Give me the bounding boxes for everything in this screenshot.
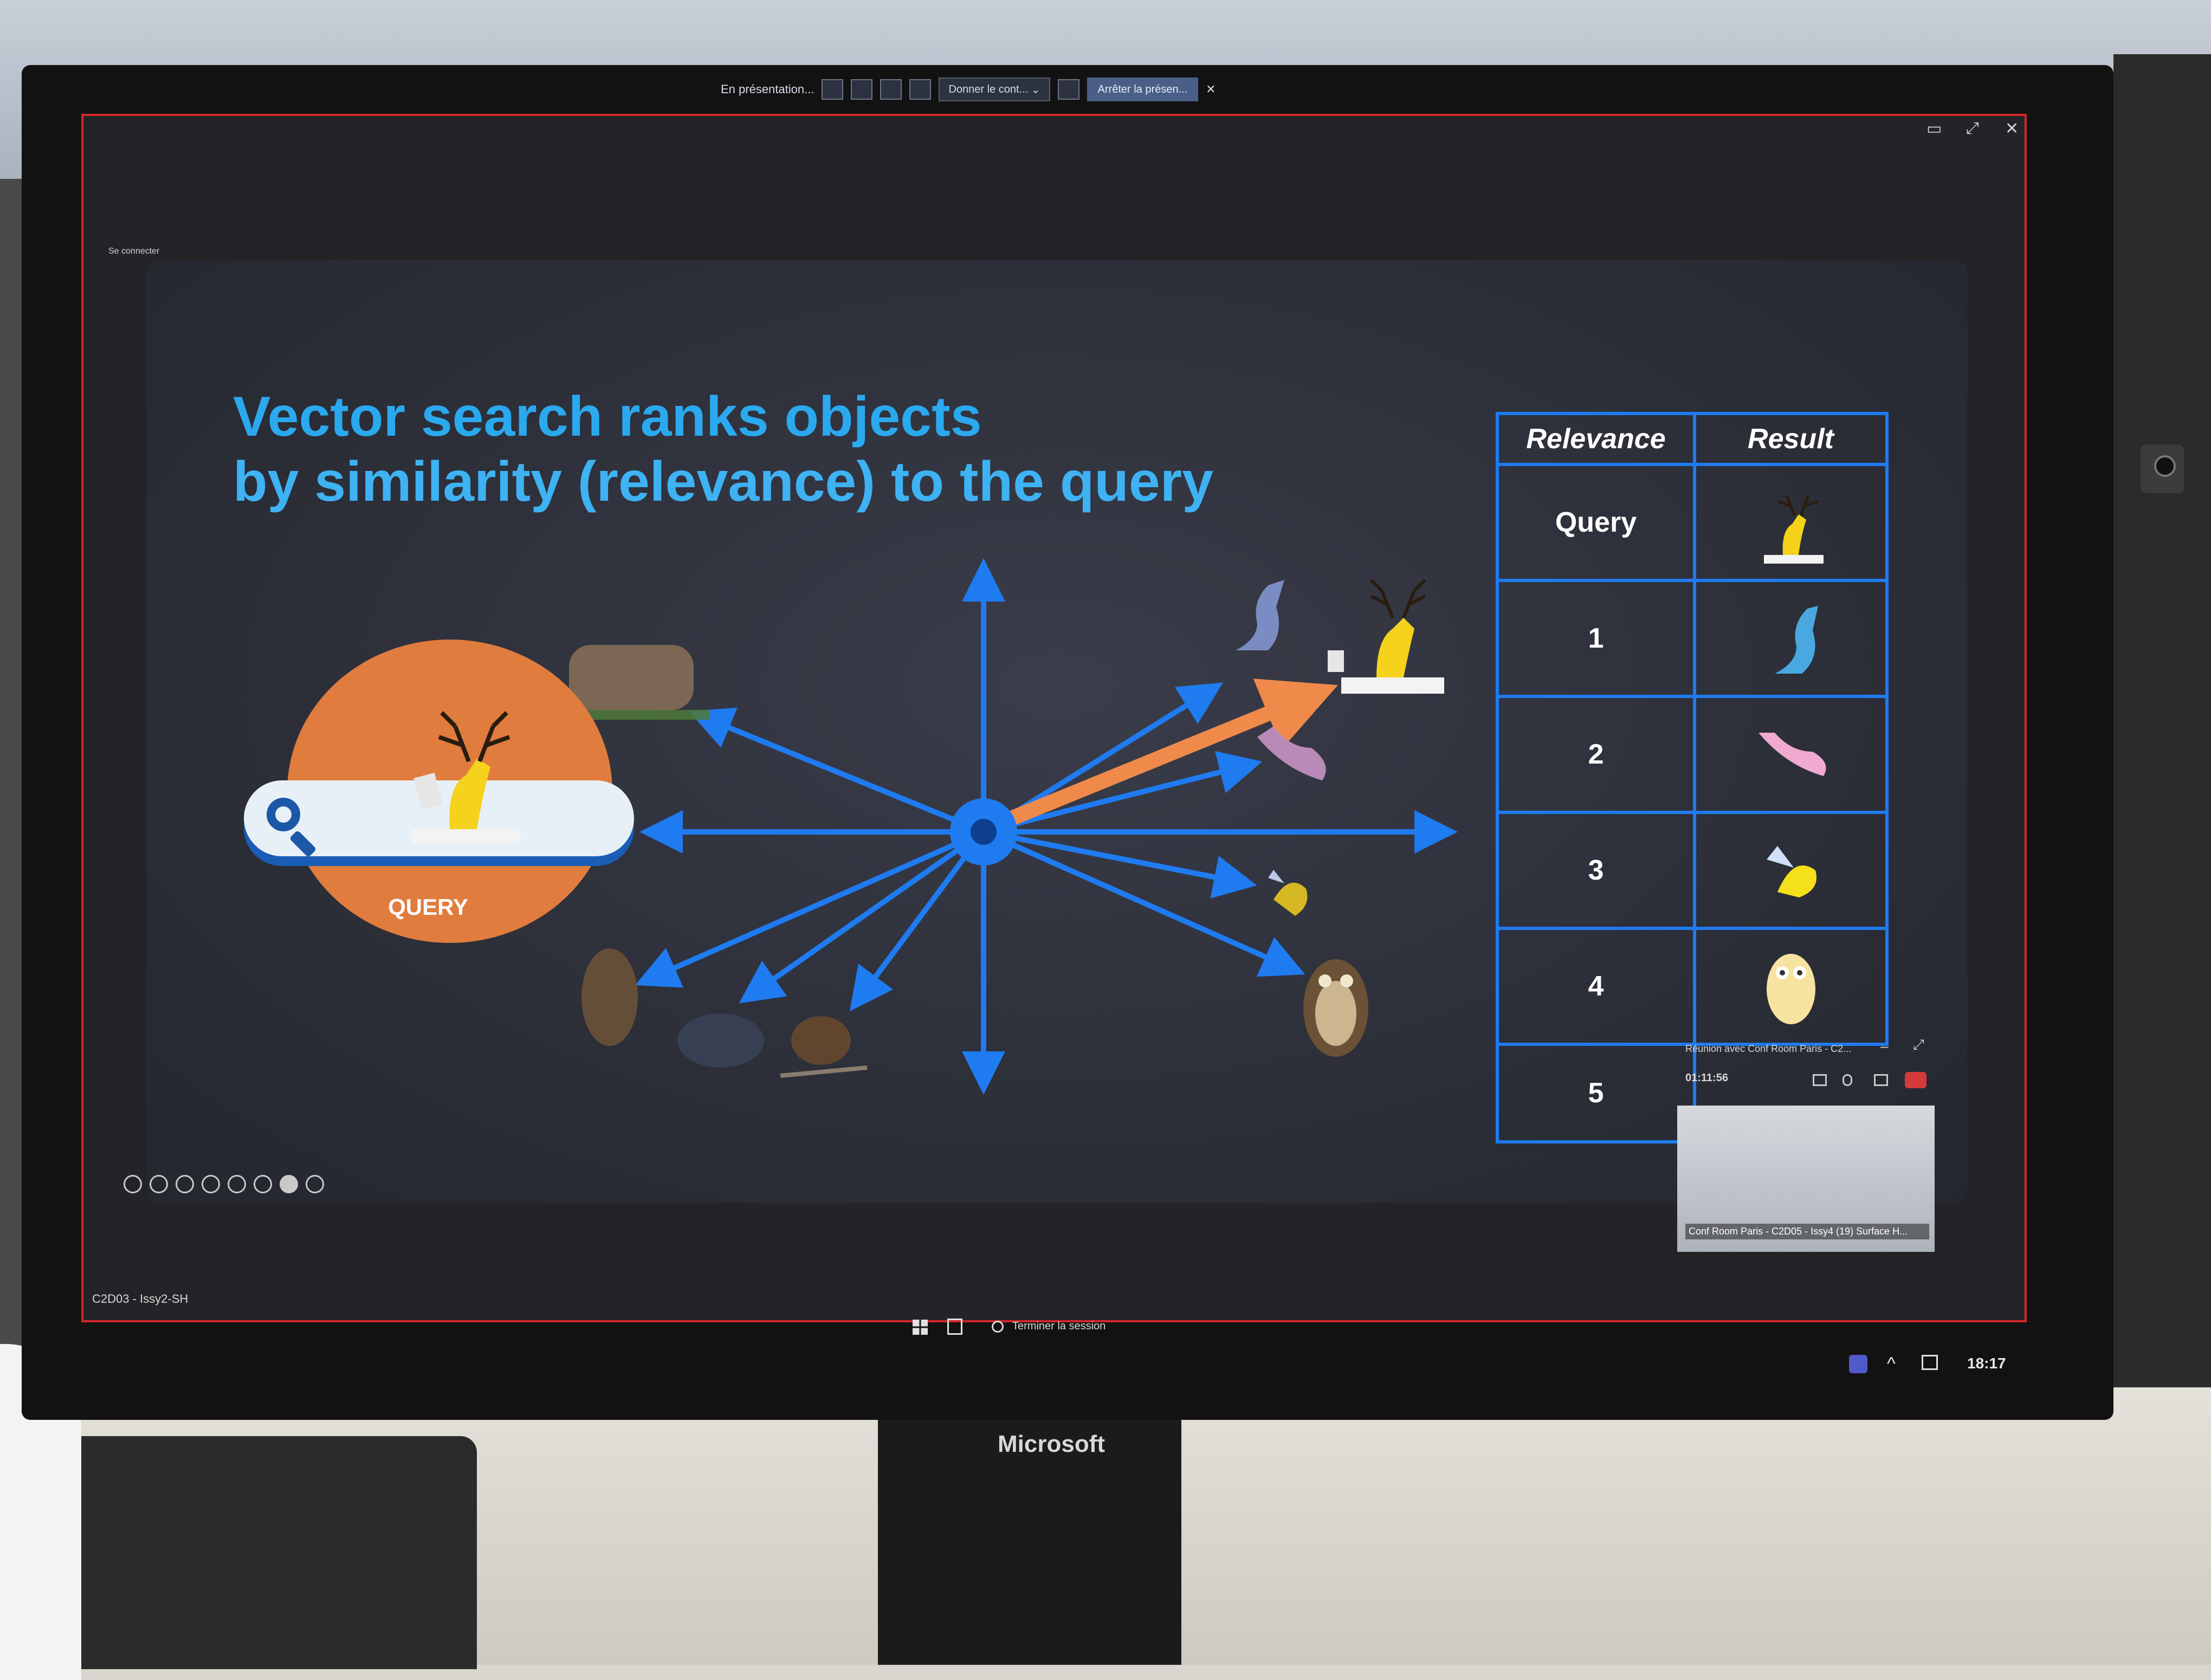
teams-tray-icon[interactable] xyxy=(1849,1355,1867,1373)
meeting-title: Réunion avec Conf Room Paris - C2... xyxy=(1685,1043,1852,1054)
arrow-to-sparrow-left xyxy=(850,830,986,1012)
end-session-icon[interactable] xyxy=(992,1321,1004,1333)
relevance-table: Relevance Result Query 1 2 3 xyxy=(1496,412,1889,1143)
expand-icon[interactable]: ⤢ xyxy=(1913,1036,1924,1052)
connect-label: Se connecter xyxy=(108,247,160,256)
share-screen-icon[interactable] xyxy=(1874,1074,1888,1086)
hang-up-button[interactable] xyxy=(1905,1072,1926,1088)
chair xyxy=(33,1436,477,1669)
see-all-slides-icon[interactable] xyxy=(202,1175,220,1193)
meeting-video-tile xyxy=(1677,1106,1935,1252)
blue-creature-icon xyxy=(1236,580,1284,650)
table-result-3 xyxy=(1693,811,1889,930)
presenting-label: En présentation... xyxy=(721,82,814,96)
give-control-label: Donner le cont... xyxy=(948,83,1029,95)
arrow-to-bird-left xyxy=(739,829,985,1004)
table-rank-4: 4 xyxy=(1496,927,1696,1046)
arrow-to-rank-3 xyxy=(983,829,1257,899)
table-rank-3: 3 xyxy=(1496,811,1696,930)
windows-start-icon[interactable] xyxy=(913,1320,928,1335)
table-header-result: Result xyxy=(1693,412,1889,466)
microphone-icon[interactable] xyxy=(1842,1074,1852,1086)
arrow-to-elk xyxy=(689,707,985,835)
query-caption: QUERY xyxy=(388,894,468,920)
stop-presenting-button[interactable]: Arrêter la présen... xyxy=(1087,77,1199,101)
search-icon xyxy=(267,798,300,831)
pin-button[interactable] xyxy=(1057,79,1079,100)
pink-creature-icon xyxy=(1758,733,1826,776)
chevron-down-icon: ⌄ xyxy=(1028,83,1040,96)
arrow-to-rank-4 xyxy=(982,829,1305,977)
slide-navigation-toolbar xyxy=(124,1175,324,1193)
origin-dot-core xyxy=(971,819,997,845)
meeting-elapsed-time: 01:11:56 xyxy=(1685,1072,1728,1084)
layout-button-2[interactable] xyxy=(851,79,873,100)
restore-icon[interactable]: ⤢ xyxy=(1966,119,1979,137)
deer-icon xyxy=(1763,495,1824,564)
video-camera-icon[interactable] xyxy=(1813,1074,1827,1086)
previous-slide-icon[interactable] xyxy=(124,1175,142,1193)
room-wall-right xyxy=(2113,54,2211,1479)
owl-icon xyxy=(1766,954,1815,1024)
table-result-2 xyxy=(1693,695,1889,814)
slide: Vector search ranks objects by similarit… xyxy=(146,260,1967,1203)
vector-diagram xyxy=(547,558,1458,1095)
video-caption: Conf Room Paris - C2D05 - Issy4 (19) Sur… xyxy=(1685,1224,1929,1239)
task-view-icon[interactable] xyxy=(947,1319,962,1335)
give-control-dropdown[interactable]: Donner le cont... ⌄ xyxy=(939,77,1050,101)
close-icon[interactable]: ✕ xyxy=(2005,120,2019,138)
pen-icon[interactable] xyxy=(176,1175,194,1193)
window-menu-icon[interactable]: ▭ xyxy=(1926,120,1942,138)
monitor-stand xyxy=(878,1414,1181,1665)
table-rank-query: Query xyxy=(1496,463,1696,582)
chevron-up-icon[interactable]: ^ xyxy=(1887,1354,1896,1374)
end-session-label[interactable]: Terminer la session xyxy=(1012,1320,1106,1332)
bird-photo xyxy=(677,1013,764,1068)
camera-lens xyxy=(2154,455,2176,477)
presenter-toolbar: En présentation... Donner le cont... ⌄ A… xyxy=(721,70,1273,108)
remote-session-name: C2D03 - Issy2-SH xyxy=(92,1292,189,1306)
arrow-to-owl-left xyxy=(635,829,985,988)
deer-icon xyxy=(1328,578,1444,694)
more-options-icon[interactable] xyxy=(306,1175,324,1193)
yellow-bird-icon xyxy=(1766,846,1816,897)
pink-creature-icon xyxy=(1257,726,1326,780)
unpin-icon[interactable]: ✕ xyxy=(1206,82,1216,96)
query-deer-icon xyxy=(412,711,520,843)
query-match-arrow xyxy=(988,679,1338,833)
taskbar-clock: 18:17 xyxy=(1967,1355,2006,1372)
next-slide-icon[interactable] xyxy=(150,1175,168,1193)
table-rank-1: 1 xyxy=(1496,579,1696,698)
yellow-bird-icon xyxy=(1268,870,1308,916)
camera-toggle-icon[interactable] xyxy=(280,1175,298,1193)
blue-creature-icon xyxy=(1774,606,1818,674)
minimize-icon[interactable]: – xyxy=(1880,1038,1889,1054)
owl-photo xyxy=(581,948,638,1046)
subtitles-icon[interactable] xyxy=(254,1175,272,1193)
zoom-icon[interactable] xyxy=(228,1175,246,1193)
table-result-1 xyxy=(1693,579,1889,698)
layout-button-3[interactable] xyxy=(880,79,902,100)
table-rank-5: 5 xyxy=(1496,1043,1696,1143)
table-result-query xyxy=(1693,463,1889,582)
monitor-brand: Microsoft xyxy=(998,1431,1105,1457)
table-rank-2: 2 xyxy=(1496,695,1696,814)
slide-title-line-2: by similarity (relevance) to the query xyxy=(233,450,1214,513)
table-header-relevance: Relevance xyxy=(1496,412,1696,466)
layout-button-4[interactable] xyxy=(909,79,932,100)
slide-title-line-1: Vector search ranks objects xyxy=(233,385,982,448)
notifications-icon[interactable] xyxy=(1922,1355,1938,1370)
layout-button-1[interactable] xyxy=(822,79,844,100)
owl-icon xyxy=(1303,959,1368,1057)
sparrow-photo xyxy=(780,1016,868,1078)
table-result-4 xyxy=(1693,927,1889,1046)
arrow-to-rank-2 xyxy=(982,751,1263,835)
